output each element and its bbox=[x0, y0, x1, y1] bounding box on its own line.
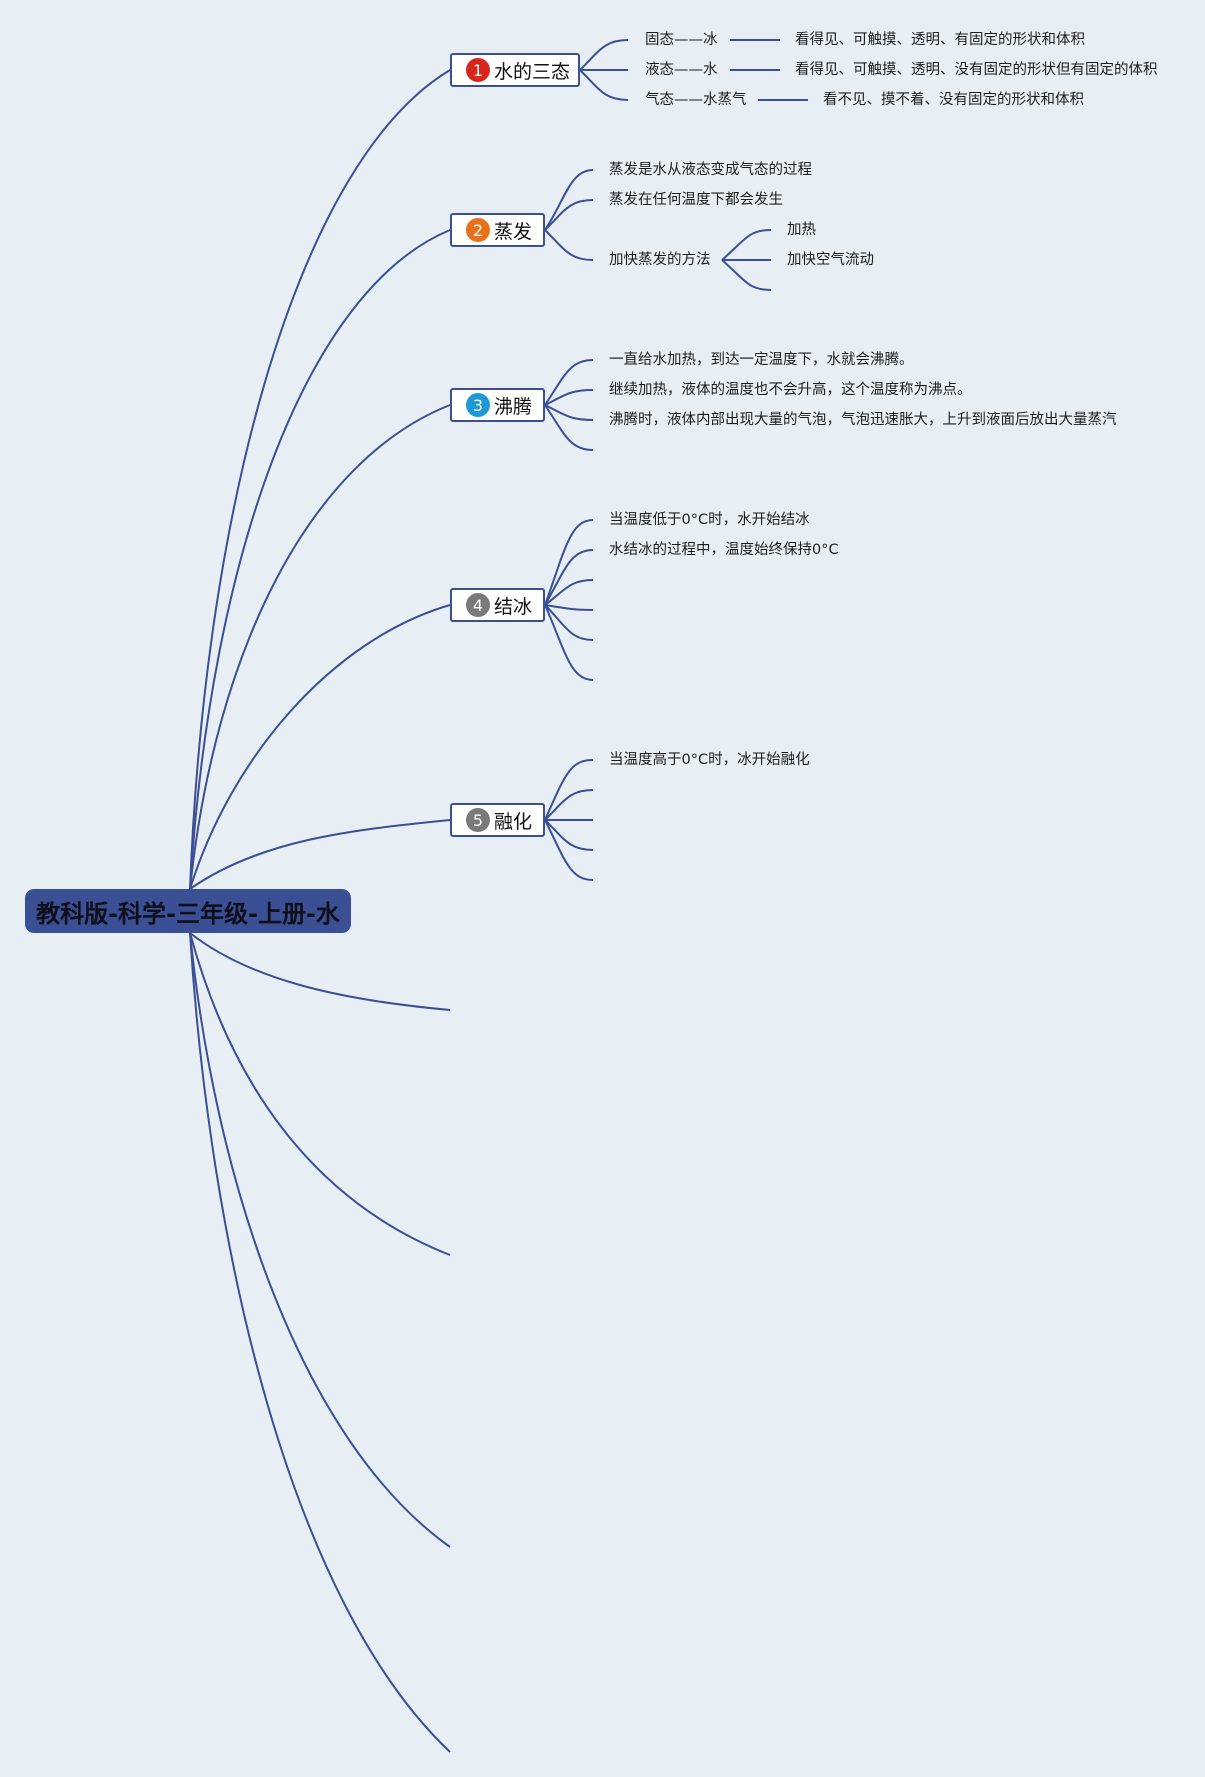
edge-t4-item4 bbox=[544, 604, 594, 611]
edge-t2-item1 bbox=[544, 169, 594, 231]
topic-melting[interactable]: 5 融化 bbox=[450, 803, 545, 837]
number-3-icon: 3 bbox=[466, 393, 490, 417]
edge-t5-item4 bbox=[544, 819, 594, 851]
number-5-icon: 5 bbox=[466, 808, 490, 832]
edge-root-topic5 bbox=[189, 819, 451, 890]
edge-t4-item2 bbox=[544, 549, 594, 606]
edge-t1-gas bbox=[579, 69, 629, 101]
edge-t3-item4 bbox=[544, 404, 594, 451]
melting-item[interactable]: 当温度高于0°C时，冰开始融化 bbox=[609, 752, 810, 768]
edge-t2-m1 bbox=[721, 229, 772, 261]
topic-label: 沸腾 bbox=[494, 395, 533, 418]
edge-t4-item3 bbox=[544, 579, 594, 606]
edge-t5-item2 bbox=[544, 789, 594, 821]
edge-root-empty6 bbox=[189, 932, 451, 1011]
edge-root-empty9 bbox=[189, 932, 451, 1753]
edge-t2-m3 bbox=[721, 259, 772, 291]
topic-label: 结冰 bbox=[494, 595, 533, 618]
topic-evaporation[interactable]: 2 蒸发 bbox=[450, 213, 545, 247]
edge-root-topic2 bbox=[189, 229, 451, 890]
edge-t5-item5 bbox=[544, 819, 594, 881]
topic-label: 水的三态 bbox=[494, 60, 571, 83]
state-solid-desc[interactable]: 看得见、可触摸、透明、有固定的形状和体积 bbox=[795, 32, 1085, 48]
freezing-item[interactable]: 水结冰的过程中，温度始终保持0°C bbox=[609, 542, 839, 558]
number-2-icon: 2 bbox=[466, 218, 490, 242]
evaporation-methods[interactable]: 加快蒸发的方法 bbox=[609, 252, 711, 268]
state-gas-desc[interactable]: 看不见、摸不着、没有固定的形状和体积 bbox=[823, 92, 1084, 108]
state-gas[interactable]: 气态——水蒸气 bbox=[645, 92, 747, 108]
edge-t1-solid bbox=[579, 39, 629, 71]
edge-t4-item6 bbox=[544, 604, 594, 681]
freezing-item[interactable]: 当温度低于0°C时，水开始结冰 bbox=[609, 512, 810, 528]
edge-t4-item5 bbox=[544, 604, 594, 641]
state-liquid[interactable]: 液态——水 bbox=[645, 62, 718, 78]
topic-freezing[interactable]: 4 结冰 bbox=[450, 588, 545, 622]
number-1-icon: 1 bbox=[466, 58, 490, 82]
edge-t5-item1 bbox=[544, 759, 594, 821]
edge-t3-item2 bbox=[544, 389, 594, 406]
edge-root-empty8 bbox=[189, 932, 451, 1548]
edge-root-topic1 bbox=[189, 69, 451, 890]
topic-water-three-states[interactable]: 1 水的三态 bbox=[450, 53, 580, 87]
root-node[interactable]: 教科版-科学-三年级-上册-水 bbox=[25, 889, 351, 933]
state-liquid-desc[interactable]: 看得见、可触摸、透明、没有固定的形状但有固定的体积 bbox=[795, 62, 1158, 78]
evaporation-item[interactable]: 蒸发在任何温度下都会发生 bbox=[609, 192, 783, 208]
topic-label: 蒸发 bbox=[494, 220, 533, 243]
boiling-item[interactable]: 沸腾时，液体内部出现大量的气泡，气泡迅速胀大，上升到液面后放出大量蒸汽 bbox=[609, 412, 1117, 428]
root-title: 教科版-科学-三年级-上册-水 bbox=[36, 899, 340, 928]
method-item[interactable]: 加热 bbox=[787, 222, 816, 238]
method-item[interactable]: 加快空气流动 bbox=[787, 252, 874, 268]
number-4-icon: 4 bbox=[466, 593, 490, 617]
edge-t4-item1 bbox=[544, 519, 594, 606]
boiling-item[interactable]: 继续加热，液体的温度也不会升高，这个温度称为沸点。 bbox=[609, 382, 972, 398]
edge-root-empty7 bbox=[189, 932, 451, 1256]
state-solid[interactable]: 固态——冰 bbox=[645, 32, 718, 48]
edge-t2-methods bbox=[544, 229, 594, 261]
boiling-item[interactable]: 一直给水加热，到达一定温度下，水就会沸腾。 bbox=[609, 352, 914, 368]
edge-t2-item2 bbox=[544, 199, 594, 231]
topic-label: 融化 bbox=[494, 810, 533, 833]
edge-t3-item3 bbox=[544, 404, 594, 421]
edge-root-topic3 bbox=[189, 404, 451, 890]
edge-t3-item1 bbox=[544, 359, 594, 406]
topic-boiling[interactable]: 3 沸腾 bbox=[450, 388, 545, 422]
edge-root-topic4 bbox=[189, 604, 451, 890]
evaporation-item[interactable]: 蒸发是水从液态变成气态的过程 bbox=[609, 162, 812, 178]
